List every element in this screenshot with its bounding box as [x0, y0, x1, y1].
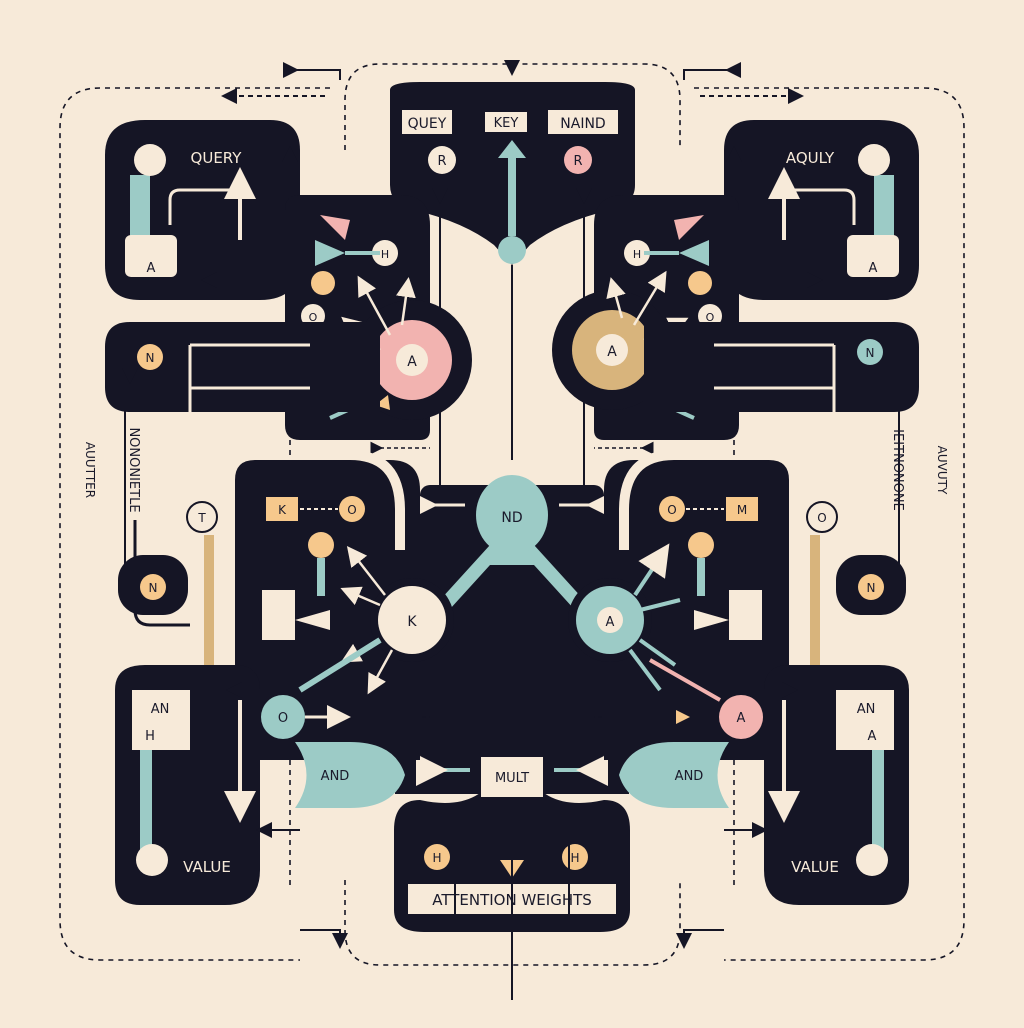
right-a-node-label: A [607, 344, 617, 360]
right-n-top-node [857, 339, 883, 365]
left-h-node-label: H [381, 248, 389, 261]
right-and-gate-label: AND [675, 769, 704, 784]
top-node-left-label: R [437, 154, 446, 169]
bottom-node-left [424, 844, 450, 870]
left-vertical-text: NONONIETLE [126, 427, 141, 512]
naind-label-box [548, 110, 618, 134]
left-a-node-label: A [407, 354, 417, 370]
corner-arrows [221, 60, 804, 949]
left-k-node-label: K [407, 614, 417, 630]
left-and-gate-label: AND [321, 769, 350, 784]
top-key-node [498, 236, 526, 264]
right-a-side-node [719, 695, 763, 739]
right-n-bottom-node [858, 574, 884, 600]
right-mid-bars: N [644, 322, 919, 412]
left-query-port [134, 144, 166, 176]
bottom-node-right-label: H [570, 851, 579, 865]
right-a-label: A [868, 729, 877, 744]
right-query-block: A AQULY [724, 120, 919, 300]
left-k-chip [266, 497, 298, 521]
left-a-tile-label: A [147, 261, 156, 276]
left-outer-vertical-text: AUUTTER [83, 442, 97, 498]
naind-top-label: NAIND [560, 116, 605, 132]
right-outer-vertical-text: AUVUTY [935, 446, 949, 495]
left-value-block: AN H VALUE [115, 665, 260, 905]
right-a-side-label: A [737, 711, 746, 726]
left-h-label: H [145, 729, 155, 744]
left-value-port [136, 844, 168, 876]
left-query-block: A QUERY [105, 120, 300, 300]
left-t-node-label: T [197, 511, 206, 525]
left-k-chip-label: K [278, 503, 287, 517]
top-node-left [428, 146, 456, 174]
left-h-node [372, 240, 398, 266]
right-a-node2-label: A [606, 615, 615, 630]
left-n-top-node [137, 344, 163, 370]
mult-box [479, 755, 545, 799]
right-o-small-label: O [706, 311, 715, 324]
right-m-chip [726, 497, 758, 521]
right-vertical-text-block: IEITNONONE AUVUTY N [836, 330, 949, 615]
key-top-label: KEY [494, 116, 519, 131]
left-k-node [378, 586, 446, 654]
right-n-bottom-label: N [867, 581, 876, 595]
right-h-node-label: H [633, 248, 641, 261]
left-n-bottom-label: N [149, 581, 158, 595]
right-a-tile [847, 235, 899, 277]
left-o-small-label: O [309, 311, 318, 324]
top-key-arrow-icon [498, 140, 526, 158]
query-label-box [402, 110, 452, 134]
top-node-right [564, 146, 592, 174]
right-vertical-text: IEITNONONE [890, 429, 905, 511]
top-panel: QUEY KEY NAIND R R [390, 82, 635, 265]
key-label-box [485, 112, 527, 132]
left-an-label: AN [151, 702, 170, 717]
left-o-node-label: O [278, 711, 288, 726]
top-node-right-label: R [573, 154, 582, 169]
connector-arrows [201, 146, 823, 838]
left-o-chip [339, 496, 365, 522]
center-panel: ND MULT [370, 441, 654, 799]
left-value-label: VALUE [183, 858, 231, 876]
right-and-gate: AND [619, 742, 729, 808]
query-top-label: QUEY [408, 116, 447, 132]
right-a-tile-label: A [869, 261, 878, 276]
left-o-node [261, 695, 305, 739]
right-o-chip [659, 496, 685, 522]
left-n-top-label: N [146, 351, 155, 365]
right-n-top-label: N [866, 346, 875, 360]
right-upper-panel: A H O [552, 195, 739, 440]
mult-label: MULT [495, 771, 529, 786]
center-node [476, 475, 548, 555]
left-n-bottom-node [140, 574, 166, 600]
right-value-block: AN A VALUE [764, 665, 909, 905]
right-query-label: AQULY [786, 149, 835, 167]
left-query-label: QUERY [191, 149, 243, 167]
left-o-chip-label: O [347, 503, 356, 517]
right-lower-panel: O M A A [568, 450, 789, 760]
right-value-label: VALUE [791, 858, 839, 876]
left-lower-panel: K O K O [235, 450, 454, 760]
right-m-chip-label: M [737, 503, 747, 517]
right-o-chip-label: O [667, 503, 676, 517]
bottom-node-left-label: H [432, 851, 441, 865]
left-a-tile [125, 235, 177, 277]
right-o-node-label: O [817, 511, 826, 525]
right-value-port [856, 844, 888, 876]
left-vertical-text-block: NONONIETLE AUUTTER N [83, 330, 190, 627]
right-h-node [624, 240, 650, 266]
center-node-label: ND [501, 510, 522, 526]
right-an-label: AN [857, 702, 876, 717]
left-mid-bars: N [105, 322, 380, 412]
left-and-gate: AND [295, 742, 405, 808]
right-query-port [858, 144, 890, 176]
